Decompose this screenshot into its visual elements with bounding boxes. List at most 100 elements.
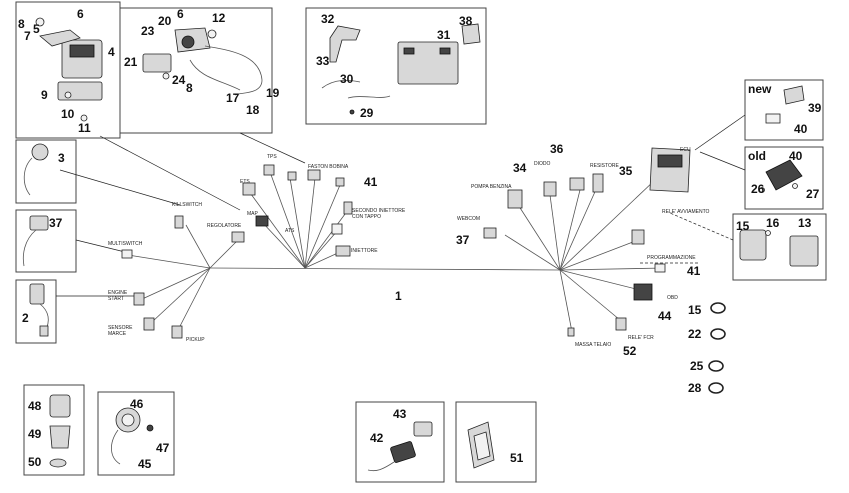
callout-20: 20 bbox=[158, 14, 172, 28]
callout-15: 15 bbox=[736, 219, 750, 233]
callout-28: 28 bbox=[688, 381, 702, 395]
callout-45: 45 bbox=[138, 457, 152, 471]
callout-6a: 6 bbox=[77, 7, 84, 21]
label-resistore: RESISTORE bbox=[590, 163, 619, 169]
label-iniettore: INIETTORE bbox=[351, 248, 378, 254]
label-regolatore: REGOLATORE bbox=[207, 223, 242, 229]
callout-25: 25 bbox=[690, 359, 704, 373]
callout-26: 26 bbox=[751, 182, 765, 196]
callout-5: 5 bbox=[33, 22, 40, 36]
callout-3: 3 bbox=[58, 151, 65, 165]
callout-30: 30 bbox=[340, 72, 354, 86]
label-pickup: PICKUP bbox=[186, 337, 205, 343]
callout-2: 2 bbox=[22, 311, 29, 325]
label-diodo: DIODO bbox=[534, 161, 551, 167]
frame-ecu-old bbox=[744, 146, 824, 210]
label-engine-start-2: START bbox=[108, 296, 124, 302]
callout-35: 35 bbox=[619, 164, 633, 178]
ecu-new-part bbox=[765, 85, 805, 124]
multiswitch-part bbox=[22, 215, 49, 267]
callout-1: 1 bbox=[395, 289, 402, 303]
callout-43: 43 bbox=[393, 407, 407, 421]
callout-32: 32 bbox=[321, 12, 335, 26]
label-new: new bbox=[748, 82, 772, 96]
callout-37a: 37 bbox=[49, 216, 63, 230]
callout-10: 10 bbox=[61, 107, 75, 121]
callout-50: 50 bbox=[28, 455, 42, 469]
label-pompa-benzina: POMPA BENZINA bbox=[471, 184, 512, 190]
label-programmazione: PROGRAMMAZIONE bbox=[647, 255, 696, 261]
coil-part bbox=[142, 27, 263, 96]
callout-42: 42 bbox=[370, 431, 384, 445]
label-ets: ETS bbox=[240, 179, 250, 185]
killswitch-part bbox=[23, 143, 49, 196]
engine-start-part bbox=[29, 283, 49, 337]
battery-part bbox=[321, 23, 481, 115]
relay-cover-part bbox=[467, 421, 495, 469]
regulator-part bbox=[35, 17, 103, 122]
callout-14: 15 bbox=[688, 303, 702, 317]
label-ecu: ECU bbox=[680, 147, 691, 153]
label-old: old bbox=[748, 149, 766, 163]
label-sensore-marce-1: SENSORE bbox=[108, 325, 133, 331]
ecu-part bbox=[649, 147, 691, 193]
callout-8b: 8 bbox=[186, 81, 193, 95]
callout-numbers: 1 2 3 4 5 6 7 8 9 10 11 6 12 8 20 23 21 … bbox=[18, 7, 822, 471]
callout-4: 4 bbox=[108, 45, 115, 59]
callout-34: 34 bbox=[513, 161, 527, 175]
label-webcom: WEBCOM bbox=[457, 216, 480, 222]
fuse-holder-part bbox=[49, 394, 71, 468]
callout-21: 21 bbox=[124, 55, 138, 69]
callout-33: 33 bbox=[316, 54, 330, 68]
callout-23: 23 bbox=[141, 24, 155, 38]
callout-52: 52 bbox=[623, 344, 637, 358]
callout-49: 49 bbox=[28, 427, 42, 441]
label-rele-fcr: RELE' FCR bbox=[628, 335, 654, 341]
label-secondo-iniettore-1: SECONDO INIETTORE bbox=[352, 208, 406, 214]
callout-39: 39 bbox=[808, 101, 822, 115]
callout-22: 22 bbox=[688, 327, 702, 341]
callout-6b: 6 bbox=[177, 7, 184, 21]
label-engine-start-1: ENGINE bbox=[108, 290, 128, 296]
callout-40a: 40 bbox=[794, 122, 808, 136]
callout-11: 11 bbox=[78, 121, 91, 135]
callout-24: 24 bbox=[172, 73, 186, 87]
callout-29: 29 bbox=[360, 106, 374, 120]
label-ats: ATS bbox=[285, 228, 295, 234]
callout-27: 27 bbox=[806, 187, 820, 201]
harness-connectors bbox=[121, 164, 666, 339]
label-massa-telaio: MASSA TELAIO bbox=[575, 342, 611, 348]
obd-adapter-part bbox=[367, 421, 433, 472]
label-multiswitch: MULTISWITCH bbox=[108, 241, 143, 247]
frame-fuel-pump bbox=[97, 391, 175, 476]
seal-rings bbox=[708, 302, 726, 394]
callout-51: 51 bbox=[510, 451, 524, 465]
connector-labels: KILLSWITCH REGOLATORE TPS ETS MAP ATS FA… bbox=[108, 147, 710, 348]
frame-obd-adapter bbox=[355, 401, 445, 483]
label-rele-avviamento: RELE' AVVIAMENTO bbox=[662, 209, 710, 215]
callout-44: 44 bbox=[658, 309, 672, 323]
callout-31: 31 bbox=[437, 28, 451, 42]
callout-38: 38 bbox=[459, 14, 473, 28]
main-harness bbox=[127, 171, 666, 333]
callout-36: 36 bbox=[550, 142, 564, 156]
callout-17: 17 bbox=[226, 91, 240, 105]
start-relay-part bbox=[739, 229, 819, 267]
frame-relay-cover bbox=[455, 401, 537, 483]
label-killswitch: KILLSWITCH bbox=[172, 202, 202, 208]
callout-13: 13 bbox=[798, 216, 812, 230]
label-secondo-iniettore-2: CON TAPPO bbox=[352, 214, 381, 220]
callout-46: 46 bbox=[130, 397, 144, 411]
leader-lines bbox=[56, 114, 746, 297]
callout-18: 18 bbox=[246, 103, 260, 117]
callout-48: 48 bbox=[28, 399, 42, 413]
label-map: MAP bbox=[247, 211, 259, 217]
callout-19: 19 bbox=[266, 86, 280, 100]
callout-9: 9 bbox=[41, 88, 48, 102]
callout-41a: 41 bbox=[364, 175, 378, 189]
label-obd: OBD bbox=[667, 295, 678, 301]
ecu-old-part bbox=[759, 159, 803, 193]
label-tps: TPS bbox=[267, 154, 277, 160]
callout-37b: 37 bbox=[456, 233, 470, 247]
